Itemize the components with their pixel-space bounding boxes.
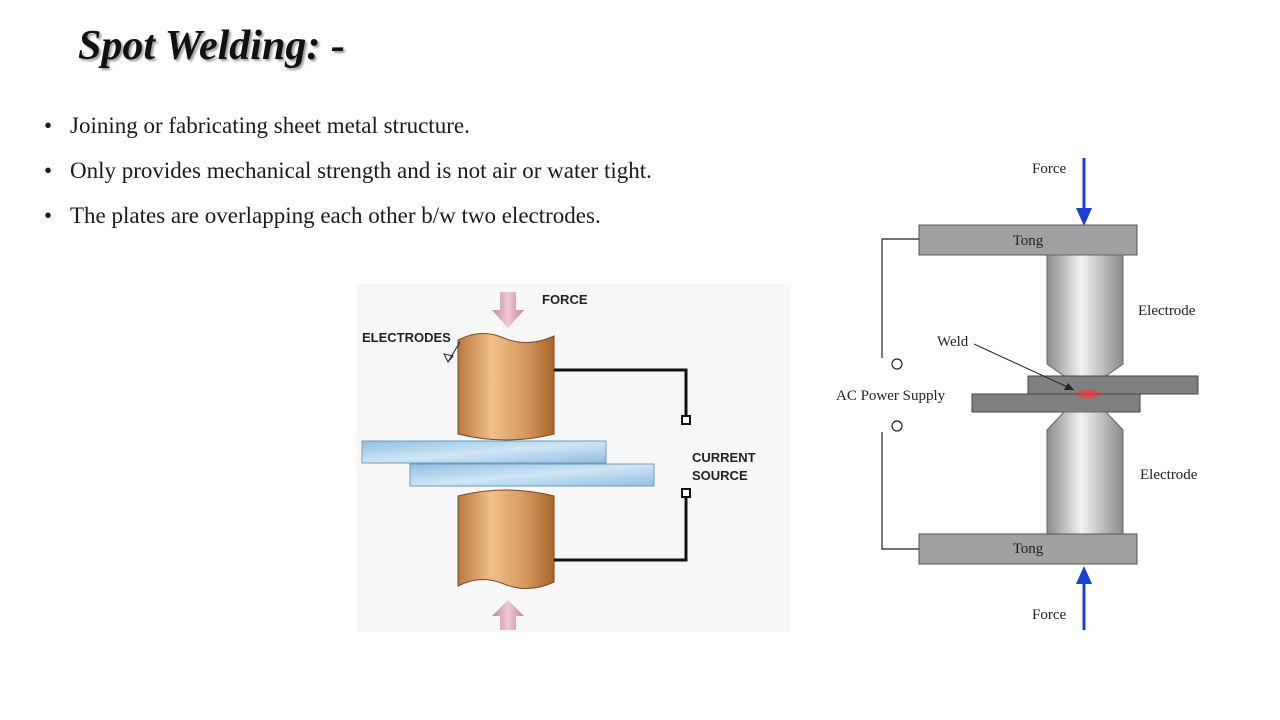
bullet-item: • The plates are overlapping each other b… [44,198,652,243]
lower-terminal [681,488,691,498]
bullet-list: • Joining or fabricating sheet metal stru… [44,108,652,243]
upper-terminal-circle [891,358,903,370]
force-arrow-up-icon [1076,566,1092,584]
top-tong [918,224,1138,256]
lower-wire [554,497,688,562]
weld-label: Weld [937,334,969,350]
lower-terminal-circle [891,420,903,432]
force-label: FORCE [542,292,588,307]
bullet-dot: • [44,113,53,138]
bullet-dot: • [44,203,53,228]
spot-welding-diagram-left: FORCE ELECTRODES CURRENT SOURCE [356,284,790,632]
bullet-item: • Only provides mechanical strength and i… [44,153,652,198]
bullet-text: The plates are overlapping each other b/… [70,203,601,228]
lower-plate [409,463,655,487]
electrodes-label: ELECTRODES [362,330,451,345]
lower-electrode [1046,411,1124,535]
pointer-head-icon [443,353,454,363]
current-label: CURRENT [692,450,756,465]
upper-circuit-wire [881,238,919,358]
bullet-text: Only provides mechanical strength and is… [70,158,652,183]
lower-electrode [457,489,555,589]
force-top-label: Force [1032,161,1066,177]
upper-plate [361,440,607,464]
slide-title: Spot Welding: - [78,23,345,69]
electrodes-pointer [447,341,461,363]
bullet-dot: • [44,158,53,183]
electrode-top-label: Electrode [1138,303,1196,319]
weld-pointer-head-icon [1064,383,1074,390]
tong-top-label: Tong [1013,233,1044,249]
bullet-text: Joining or fabricating sheet metal struc… [70,113,470,138]
upper-sheet [1027,375,1199,395]
force-arrow-down [492,292,524,328]
upper-terminal [681,415,691,425]
force-arrow-down-icon [1076,208,1092,226]
weld-nugget [1072,388,1104,400]
ac-power-supply-label: AC Power Supply [836,388,946,404]
tong-bottom-label: Tong [1013,541,1044,557]
source-label: SOURCE [692,468,748,483]
lower-circuit-wire [881,432,919,550]
electrode-bottom-label: Electrode [1140,467,1198,483]
bullet-item: • Joining or fabricating sheet metal stru… [44,108,652,153]
upper-wire [554,368,688,416]
force-bottom-label: Force [1032,607,1066,623]
force-arrow-up [492,600,524,630]
upper-electrode [1046,254,1124,377]
spot-welding-diagram-right: Force Tong Electrode Weld Electrode Tong… [836,158,1199,630]
weld-pointer [973,343,1075,391]
upper-electrode [457,333,555,441]
lower-sheet [971,393,1141,413]
